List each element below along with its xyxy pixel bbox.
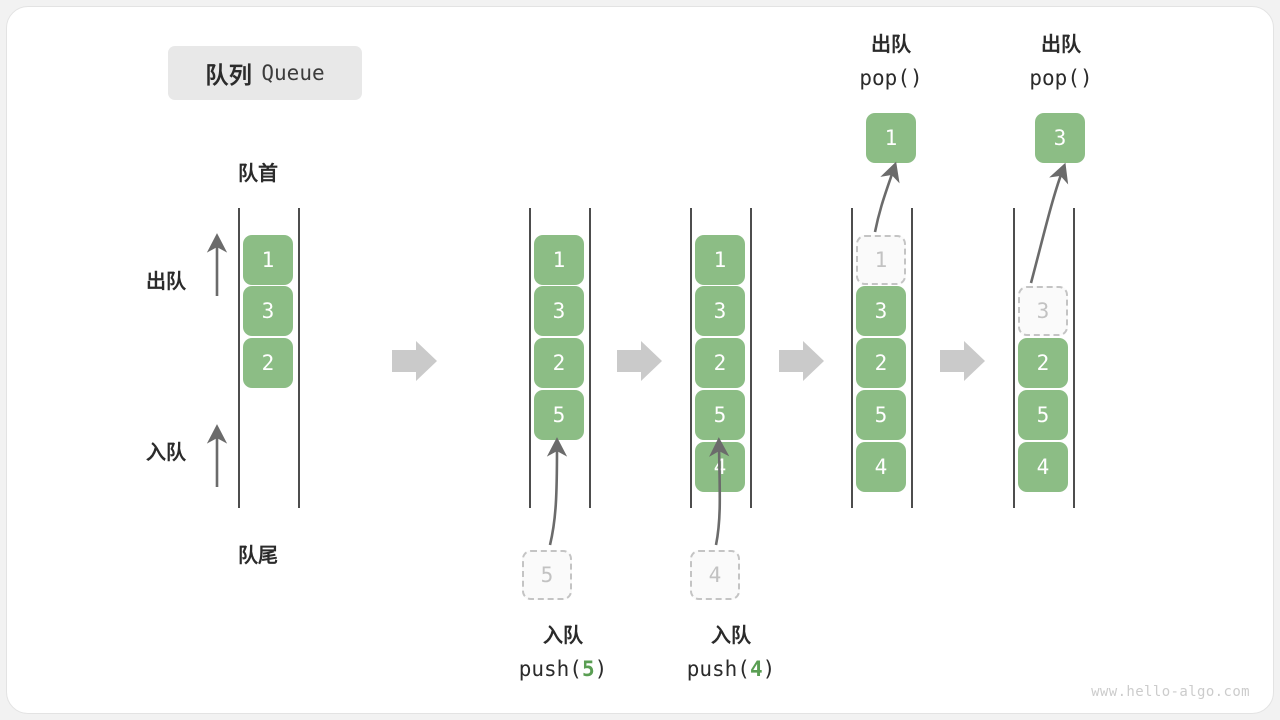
queue-cell: 3 bbox=[1018, 286, 1068, 336]
pop-1-caption-cn: 出队 bbox=[871, 34, 911, 56]
queue-tail-label: 队尾 bbox=[238, 545, 278, 567]
queue-cell: 2 bbox=[243, 338, 293, 388]
push-4-fn-open: push( bbox=[686, 657, 750, 681]
queue-cell: 3 bbox=[534, 286, 584, 336]
queue-cell: 5 bbox=[856, 390, 906, 440]
rail-left bbox=[1013, 208, 1015, 508]
queue-cell: 1 bbox=[695, 235, 745, 285]
rail-left bbox=[851, 208, 853, 508]
pop-3-caption: 出队 pop() bbox=[996, 29, 1126, 95]
popped-cell-3: 3 bbox=[1035, 113, 1085, 163]
push-5-caption-code: push(5) bbox=[498, 653, 628, 686]
title-label-en: Queue bbox=[261, 61, 325, 85]
queue-cell: 1 bbox=[534, 235, 584, 285]
push-4-fn-close: ) bbox=[762, 657, 776, 681]
queue-cell: 5 bbox=[534, 390, 584, 440]
queue-cell: 4 bbox=[1018, 442, 1068, 492]
watermark: www.hello-algo.com bbox=[1091, 684, 1250, 700]
rail-right bbox=[750, 208, 752, 508]
pop-3-caption-code: pop() bbox=[1029, 66, 1093, 90]
queue-cell: 1 bbox=[856, 235, 906, 285]
push-4-caption-cn: 入队 bbox=[711, 625, 751, 647]
dequeue-direction-label: 出队 bbox=[146, 271, 186, 293]
push-4-ghost-cell: 4 bbox=[690, 550, 740, 600]
push-4-value: 4 bbox=[749, 657, 763, 681]
rail-left bbox=[238, 208, 240, 508]
queue-cell: 4 bbox=[856, 442, 906, 492]
queue-head-label: 队首 bbox=[238, 163, 278, 185]
diagram-card bbox=[6, 6, 1274, 714]
pop-1-caption-code: pop() bbox=[859, 66, 923, 90]
enqueue-direction-label: 入队 bbox=[146, 442, 186, 464]
popped-cell-1: 1 bbox=[866, 113, 916, 163]
push-4-caption-code: push(4) bbox=[666, 653, 796, 686]
rail-right bbox=[298, 208, 300, 508]
queue-cell: 3 bbox=[856, 286, 906, 336]
queue-cell: 3 bbox=[695, 286, 745, 336]
queue-cell: 2 bbox=[856, 338, 906, 388]
pop-3-caption-cn: 出队 bbox=[1041, 34, 1081, 56]
rail-left bbox=[690, 208, 692, 508]
push-5-caption-cn: 入队 bbox=[543, 625, 583, 647]
rail-left bbox=[529, 208, 531, 508]
pop-1-caption: 出队 pop() bbox=[826, 29, 956, 95]
push-5-ghost-cell: 5 bbox=[522, 550, 572, 600]
title-label-cn: 队列 bbox=[205, 62, 253, 88]
queue-cell: 4 bbox=[695, 442, 745, 492]
rail-right bbox=[911, 208, 913, 508]
queue-cell: 3 bbox=[243, 286, 293, 336]
push-5-caption: 入队 push(5) bbox=[498, 620, 628, 686]
push-5-value: 5 bbox=[581, 657, 595, 681]
queue-cell: 5 bbox=[1018, 390, 1068, 440]
push-5-fn-open: push( bbox=[518, 657, 582, 681]
queue-cell: 5 bbox=[695, 390, 745, 440]
queue-cell: 2 bbox=[534, 338, 584, 388]
diagram-title-badge: 队列 Queue bbox=[168, 46, 362, 100]
queue-cell: 2 bbox=[1018, 338, 1068, 388]
queue-cell: 1 bbox=[243, 235, 293, 285]
rail-right bbox=[1073, 208, 1075, 508]
rail-right bbox=[589, 208, 591, 508]
push-5-fn-close: ) bbox=[594, 657, 608, 681]
queue-cell: 2 bbox=[695, 338, 745, 388]
push-4-caption: 入队 push(4) bbox=[666, 620, 796, 686]
